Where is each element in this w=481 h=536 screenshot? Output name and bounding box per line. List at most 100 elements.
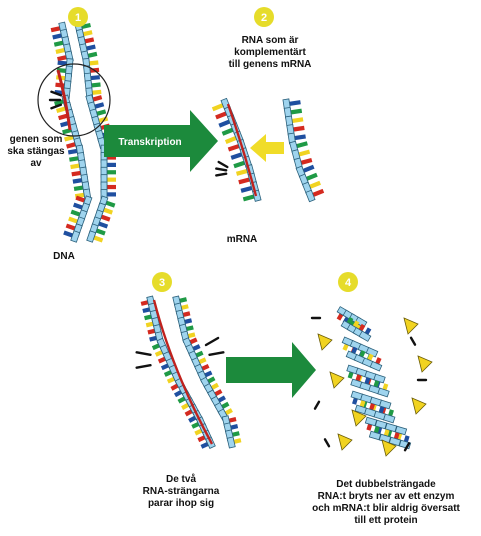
fragment-1-b-base: [364, 327, 372, 335]
fragment-4-b-base: [378, 406, 385, 414]
duplex-strand-b-base: [214, 389, 223, 397]
dna-strand-a-base: [73, 185, 84, 192]
dna-strand-a-base: [74, 192, 85, 199]
fragment-3-b-backbone-segment: [377, 387, 390, 398]
fragment-2-a-base: [342, 343, 349, 351]
dna-strand-a-base: [62, 127, 72, 135]
duplex-strand-b-base: [210, 382, 219, 390]
duplex-strand-a-base: [184, 409, 193, 417]
dna-strand-b-base: [82, 30, 93, 37]
mrna-segment-base: [242, 194, 255, 202]
step-4-number: 4: [345, 277, 352, 289]
duplex-strand-b-base: [198, 357, 207, 365]
fragment-tick: [403, 442, 411, 452]
duplex-strand-a-base: [200, 442, 209, 449]
mrna-segment-base: [230, 152, 243, 160]
dna-strand-b-base: [94, 102, 105, 109]
dna-double-helix: [50, 21, 116, 243]
duplex-tick: [135, 351, 152, 356]
duplex-strand-a-base: [170, 383, 179, 391]
duplex-strand-b-base: [230, 424, 239, 430]
fragment-4-b-base: [388, 409, 394, 417]
dna-strand-b-base: [89, 60, 99, 66]
duplex-strand-a-base: [151, 343, 160, 351]
rna2-segment-base: [309, 180, 321, 189]
duplex-marker-ticks: [135, 336, 225, 369]
fragment-2-b-base: [367, 353, 374, 361]
dna-strand-a-base: [72, 178, 83, 184]
pairing-line-2: RNA-strängarna: [142, 486, 220, 497]
dna-strand-a-base: [75, 195, 86, 203]
fragment-2-b-base: [375, 357, 382, 365]
duplex-strand-a-base: [163, 370, 173, 377]
complementary-rna-strand: [282, 98, 325, 203]
rna2-segment-base: [294, 134, 306, 141]
rna2-segment-base: [300, 157, 313, 165]
degradation-line-1: Det dubbelsträngade: [336, 479, 436, 490]
dna-strand-a-backbone-segment: [70, 230, 81, 243]
fragment-3-b-base: [355, 374, 362, 382]
dna-strand-b-base: [98, 116, 109, 123]
fragment-5-a-base: [376, 426, 383, 434]
gene-region-mrna: [56, 69, 72, 131]
dna-strand-a-base: [54, 99, 64, 106]
mrna-segment-base: [224, 135, 237, 144]
transcription-arrow: Transkription: [104, 110, 218, 172]
fragment-3-b-base: [382, 383, 389, 391]
gene-tick: [50, 90, 63, 97]
rna-fragments: [336, 306, 412, 450]
duplex-strand-a-base: [147, 328, 156, 335]
dna-strand-a-base: [64, 135, 74, 142]
fragment-3-b-base: [364, 377, 371, 385]
rna2-segment-base: [298, 149, 311, 157]
fragment-1-a-backbone-segment: [354, 316, 368, 328]
degradation-line-4: till ett protein: [354, 515, 418, 526]
gene-highlight-circle: [37, 63, 111, 137]
dna-strand-b-base: [105, 200, 116, 208]
gene-label-line-3: av: [30, 158, 42, 169]
dna-strand-a-base: [52, 33, 62, 40]
pairing-line-3: parar ihop sig: [147, 498, 215, 509]
fragment-marker-ticks: [310, 316, 428, 452]
duplex-strand-b-base: [224, 408, 233, 416]
dna-strand-a-base: [71, 170, 81, 177]
mrna-segment-base: [233, 160, 246, 169]
transcription-label: Transkription: [118, 137, 181, 148]
enzymes: [317, 317, 433, 457]
mrna-red-backbone: [226, 103, 258, 197]
dna-strand-a-base: [58, 113, 68, 121]
duplex-strand-b-backbone-segment: [226, 436, 236, 449]
degradation-line-3: och mRNA:t blir aldrig översatt: [312, 503, 460, 514]
rna-complement-line-2: komplementärt: [234, 47, 306, 58]
mrna-marker-ticks: [215, 160, 229, 177]
dna-strand-a-base: [57, 60, 67, 66]
duplex-strand-a-base: [177, 396, 186, 404]
mrna-tick: [215, 167, 228, 172]
enzyme-7: [337, 433, 353, 451]
dna-strand-b-base: [92, 89, 102, 95]
dna-strand-b-base: [86, 44, 96, 51]
fragment-4-b-base: [369, 403, 375, 411]
pairing-line-1: De två: [165, 474, 196, 485]
duplex-tick: [204, 336, 220, 347]
fragment-1-b-base: [346, 316, 354, 325]
fragment-2-b-base: [351, 346, 358, 354]
enzyme-2: [403, 317, 419, 335]
duplex-strand-b-base: [189, 337, 198, 345]
fragment-5-a-backbone-segment: [374, 419, 388, 430]
dna-label: DNA: [53, 251, 75, 262]
duplex-strand-b-base: [185, 325, 194, 332]
dna-strand-b-base: [98, 221, 109, 229]
fragment-3-b-base: [373, 380, 380, 388]
dna-strand-b-base: [92, 95, 103, 102]
duplex-strand-a-base: [194, 428, 203, 436]
dna-strand-a-base: [65, 223, 76, 231]
dna-strand-b-base: [87, 51, 98, 58]
enzyme-8: [381, 439, 397, 457]
duplex-strand-b-base: [180, 304, 189, 310]
fragment-5-a-base: [396, 432, 403, 440]
dna-strand-b-base: [93, 235, 104, 243]
mrna-segment-base: [238, 177, 250, 185]
dna-strand-b-base: [91, 82, 101, 88]
fragment-1-b-base: [358, 323, 366, 332]
